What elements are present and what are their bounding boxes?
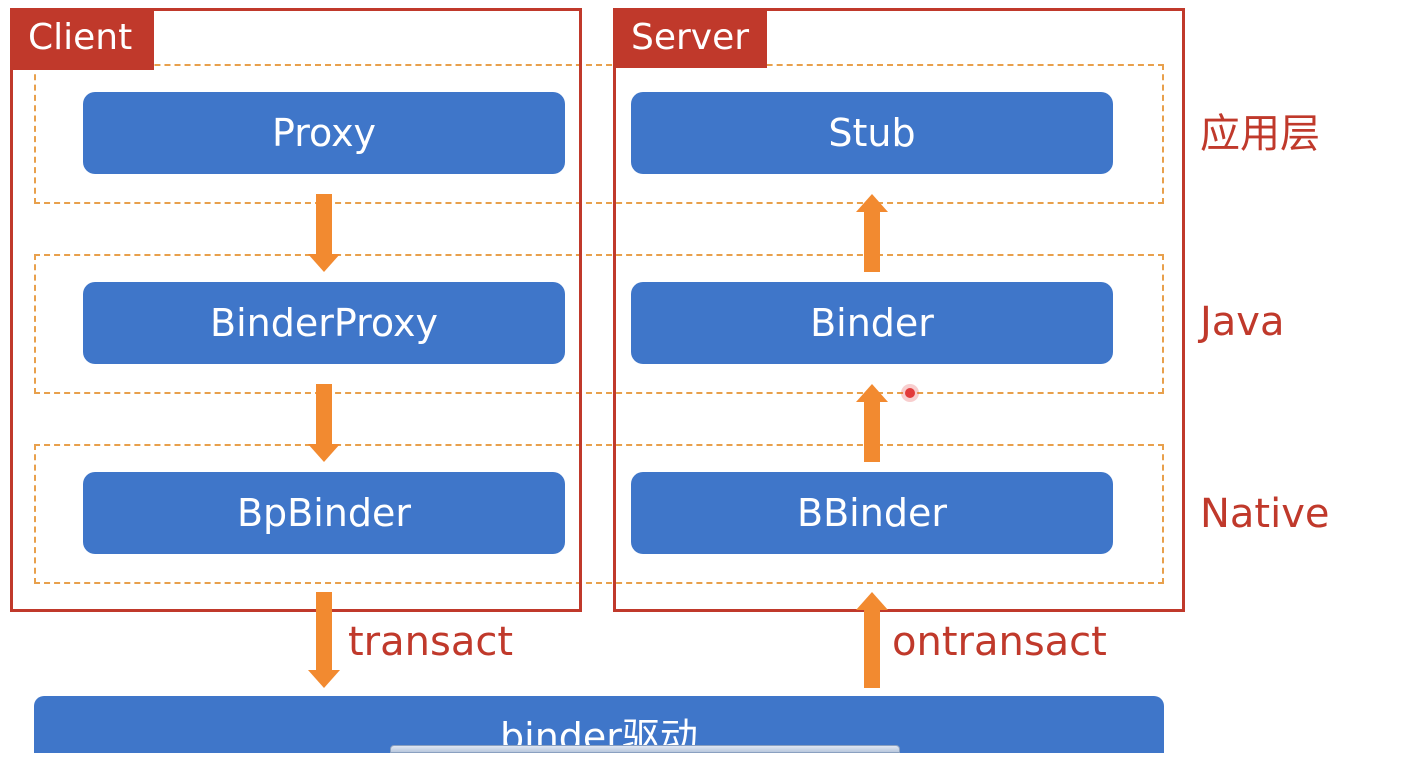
proxy-block: Proxy: [83, 92, 565, 174]
binder-proxy-block: BinderProxy: [83, 282, 565, 364]
layer-label-app: 应用层: [1200, 111, 1320, 157]
pointer-icon: [905, 388, 915, 398]
arrow-icon-binderproxy-to-bpbinder: [308, 384, 340, 462]
arrow-icon-ontransact-up: [856, 592, 888, 688]
binder-block: Binder: [631, 282, 1113, 364]
ontransact-label: ontransact: [892, 619, 1107, 665]
server-group-label: Server: [615, 10, 767, 68]
layer-band-native: [34, 444, 1164, 584]
b-binder-block: BBinder: [631, 472, 1113, 554]
bp-binder-block: BpBinder: [83, 472, 565, 554]
arrow-icon-proxy-to-binderproxy: [308, 194, 340, 272]
client-group-frame: [10, 8, 582, 612]
layer-label-native: Native: [1200, 491, 1330, 537]
client-group-label: Client: [12, 10, 154, 70]
layer-band-app: [34, 64, 1164, 204]
server-group-frame: [613, 8, 1185, 612]
layer-band-java: [34, 254, 1164, 394]
arrow-icon-binder-to-stub: [856, 194, 888, 272]
window-strip: [390, 745, 900, 753]
layer-label-java: Java: [1200, 299, 1285, 345]
transact-label: transact: [348, 619, 514, 665]
arrow-icon-transact-down: [308, 592, 340, 688]
arrow-icon-bbinder-to-binder: [856, 384, 888, 462]
stub-block: Stub: [631, 92, 1113, 174]
